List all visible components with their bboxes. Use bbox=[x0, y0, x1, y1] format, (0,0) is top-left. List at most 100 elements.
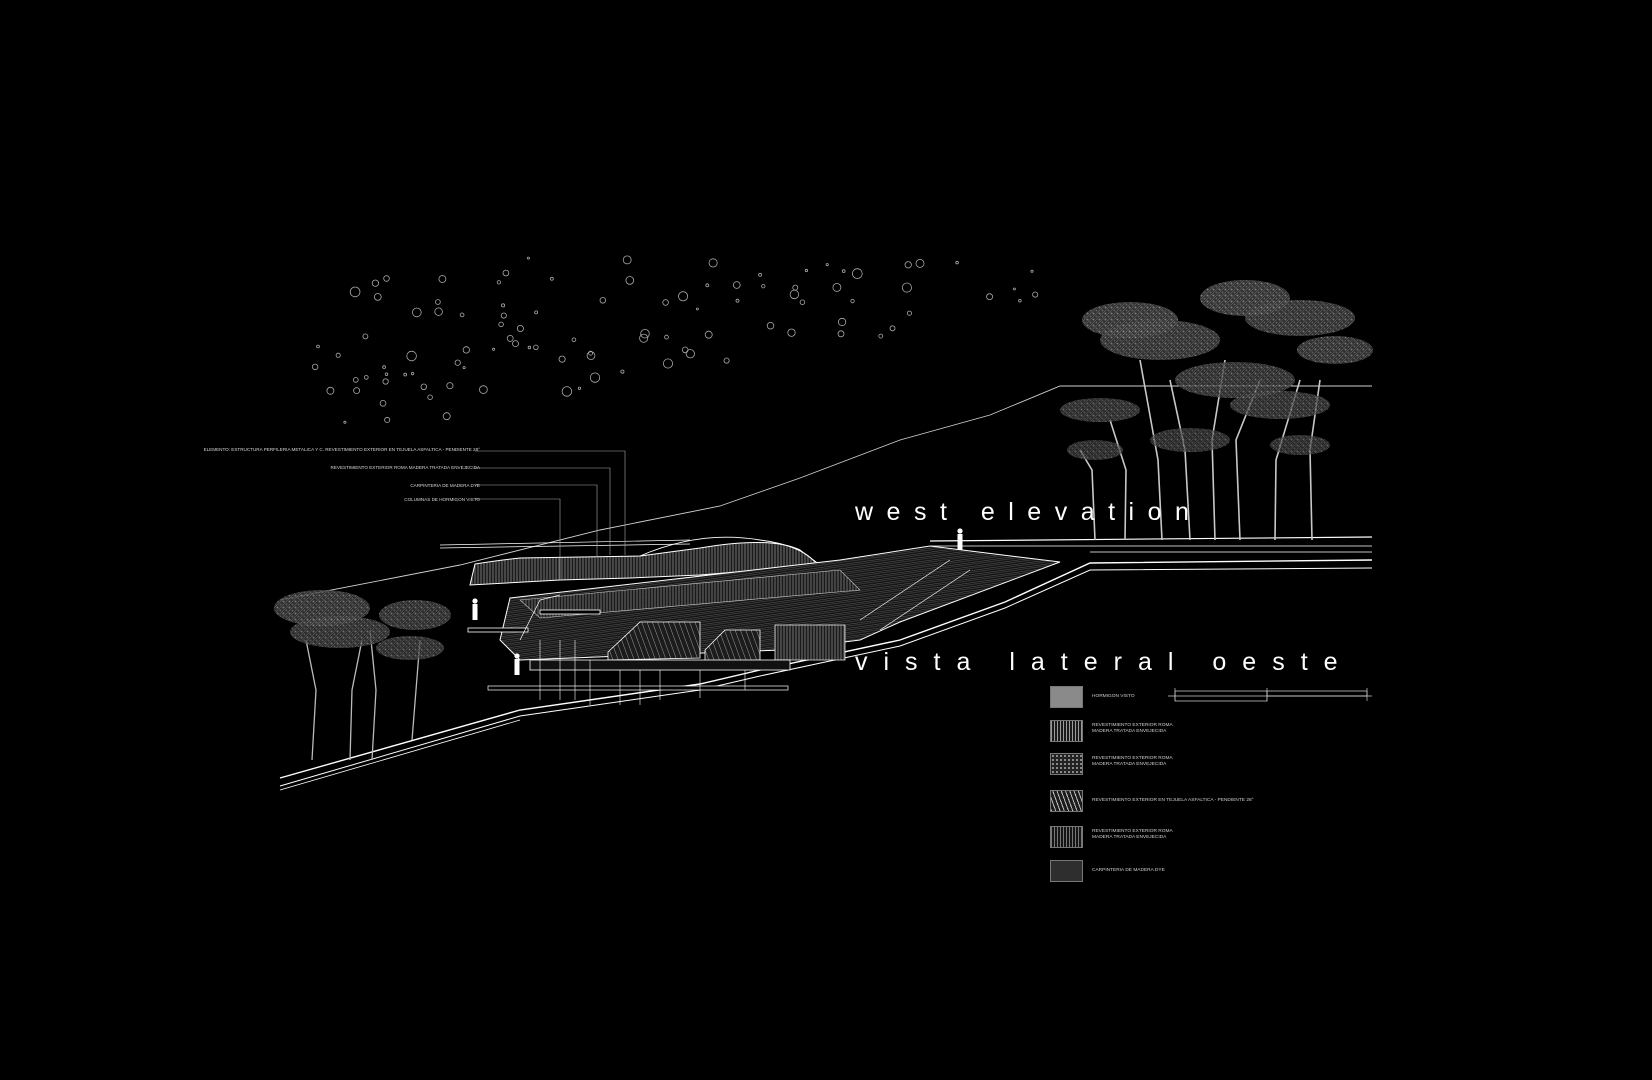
bubble bbox=[435, 299, 441, 305]
bubble bbox=[502, 269, 510, 277]
bubble bbox=[446, 382, 454, 390]
bubble bbox=[639, 333, 649, 343]
legend-swatch bbox=[1050, 790, 1083, 812]
bubble bbox=[662, 299, 669, 306]
bubble bbox=[588, 350, 593, 356]
building-elevation bbox=[439, 528, 1061, 705]
bubble bbox=[586, 351, 596, 360]
bubble bbox=[335, 352, 341, 358]
bubble bbox=[454, 359, 461, 366]
bubble bbox=[804, 268, 809, 273]
bubble bbox=[512, 340, 519, 348]
bubble bbox=[622, 255, 632, 265]
bubble bbox=[904, 261, 912, 269]
bubble bbox=[561, 386, 573, 397]
bubble bbox=[506, 334, 514, 342]
bubble bbox=[384, 372, 389, 376]
legend-swatch bbox=[1050, 686, 1083, 708]
bubble bbox=[841, 269, 846, 273]
bubble bbox=[789, 289, 800, 300]
bubble bbox=[527, 256, 530, 260]
bubble bbox=[986, 293, 993, 301]
bubble bbox=[625, 276, 635, 285]
bubble bbox=[352, 377, 359, 383]
bubble bbox=[527, 345, 532, 350]
bubble bbox=[704, 330, 713, 339]
bubble bbox=[685, 349, 695, 359]
bubble bbox=[723, 357, 730, 364]
callout-label-1: ELEMENTO: ESTRUCTURA PERFILERIA METALICA… bbox=[203, 447, 480, 452]
bubble bbox=[384, 416, 391, 423]
bubble bbox=[420, 383, 427, 390]
bubble bbox=[500, 312, 507, 319]
bubble bbox=[501, 303, 506, 308]
bubble bbox=[851, 268, 863, 279]
bubble bbox=[383, 275, 390, 282]
bubble bbox=[681, 346, 689, 354]
bubble bbox=[758, 272, 762, 277]
bubble bbox=[837, 330, 845, 338]
bubble bbox=[379, 399, 387, 407]
bubble bbox=[434, 307, 443, 316]
bubble bbox=[462, 366, 466, 370]
bubble bbox=[766, 322, 775, 330]
scale-figures bbox=[472, 528, 963, 675]
left-trees bbox=[274, 590, 451, 761]
bubble bbox=[1032, 291, 1039, 298]
bubble bbox=[837, 317, 847, 327]
bubble bbox=[411, 307, 422, 318]
bubble bbox=[558, 355, 566, 363]
bubble bbox=[705, 283, 710, 288]
right-trees bbox=[1060, 280, 1373, 541]
bubble bbox=[406, 350, 417, 362]
bubble bbox=[549, 276, 554, 281]
scale-bar bbox=[1168, 688, 1372, 702]
bubble bbox=[533, 344, 539, 350]
sky-bubbles bbox=[311, 255, 1039, 424]
bubble bbox=[382, 365, 386, 369]
bubble bbox=[599, 297, 606, 304]
bubble bbox=[577, 386, 582, 390]
bubble bbox=[663, 358, 674, 369]
bubble bbox=[589, 372, 601, 383]
bubble bbox=[832, 282, 842, 292]
callout-label-4: COLUMNAS DE HORMIGON VISTO bbox=[404, 497, 480, 502]
drawing-title-spanish: vista lateral oeste bbox=[855, 648, 1354, 676]
bubble bbox=[373, 293, 382, 301]
bubble bbox=[571, 337, 577, 343]
bubble bbox=[410, 371, 415, 376]
bubble bbox=[363, 375, 369, 380]
bubble bbox=[1030, 269, 1034, 273]
bubble bbox=[362, 333, 369, 340]
bubble bbox=[382, 378, 389, 385]
bubble bbox=[492, 347, 496, 351]
bubble bbox=[732, 281, 741, 289]
bubble bbox=[696, 307, 699, 311]
bubble bbox=[825, 263, 829, 267]
bubble bbox=[353, 387, 361, 395]
legend-swatch bbox=[1050, 753, 1083, 775]
bubble bbox=[850, 298, 855, 304]
legend-label: HORMIGON VISTO bbox=[1092, 694, 1135, 699]
bubble bbox=[792, 284, 799, 291]
bubble bbox=[442, 412, 451, 421]
bubble bbox=[459, 312, 465, 318]
bubble bbox=[403, 372, 408, 377]
bubble bbox=[316, 344, 320, 349]
bubble bbox=[371, 279, 379, 287]
bubble bbox=[787, 328, 796, 337]
drawing-title-english: west elevation bbox=[855, 498, 1203, 526]
callout-label-3: CARPINTERIA DE MADERA DYE bbox=[410, 483, 480, 488]
bubble bbox=[708, 258, 718, 268]
bubble bbox=[620, 369, 625, 374]
bubble bbox=[799, 299, 806, 305]
callout-leaders bbox=[475, 450, 626, 580]
bubble bbox=[889, 325, 896, 332]
bubble bbox=[479, 385, 488, 394]
bubble bbox=[326, 386, 335, 395]
bubble bbox=[664, 334, 669, 340]
